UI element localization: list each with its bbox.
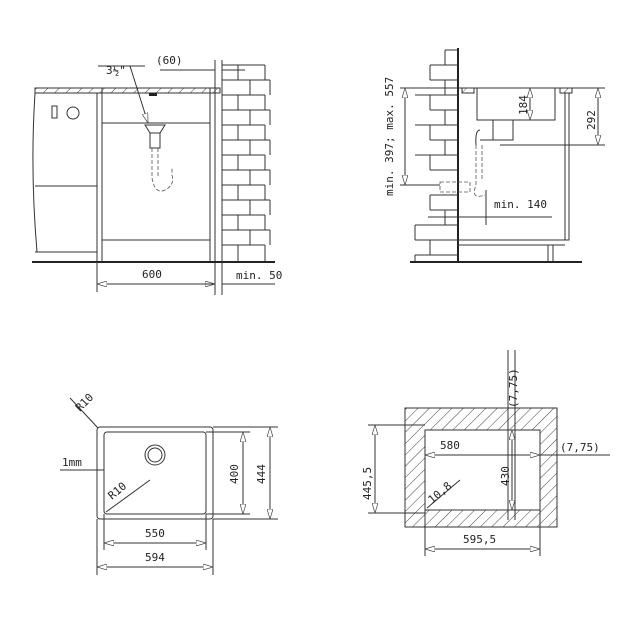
top-view: R10 1mm R10 400 444 550 594 xyxy=(60,391,278,575)
cutout-width-dimension: 595,5 xyxy=(463,533,496,546)
offset-dimension: (60) xyxy=(156,54,183,67)
adjacent-cabinet xyxy=(32,92,98,253)
outer-radius-label: R10 xyxy=(73,391,96,414)
cutout-depth-dimension: 445,5 xyxy=(361,467,374,500)
bowl-outline xyxy=(103,431,207,515)
siphon-profile-icon xyxy=(439,145,486,197)
cabinet-side xyxy=(564,92,570,241)
cutout-view: (7,75) 580 (7,75) 430 445,5 595,5 10,8 xyxy=(361,350,610,556)
outer-depth-dimension: 444 xyxy=(255,464,268,484)
outlet-depth-dimension: 292 xyxy=(585,110,598,130)
inner-width-dimension-cutout: 580 xyxy=(440,439,460,452)
appliance-knob-icon xyxy=(66,106,80,120)
profile-view: 184 292 min. 397; max. 557 min. 140 xyxy=(383,48,605,263)
outer-width-dimension: 594 xyxy=(145,551,165,564)
brick-wall xyxy=(222,64,271,262)
appliance-indicator-icon xyxy=(51,105,58,119)
front-view: 3½" (60) 600 min. 50 xyxy=(32,54,282,295)
width-dimension: 600 xyxy=(142,268,162,281)
top-offset-dimension: (7,75) xyxy=(507,368,520,408)
height-range-dimension: min. 397; max. 557 xyxy=(383,77,396,196)
right-offset-dimension: (7,75) xyxy=(560,441,600,454)
corner-radius-label: 10,8 xyxy=(426,479,455,506)
inner-radius-label: R10 xyxy=(106,480,130,503)
drain-hole-icon xyxy=(144,444,166,466)
cabinet-wall-left xyxy=(96,92,103,263)
inner-width-dimension: 550 xyxy=(145,527,165,540)
thickness-label: 1mm xyxy=(62,456,82,469)
wall-min-dimension: min. 50 xyxy=(236,269,282,282)
cutout-hatch xyxy=(404,407,558,528)
wall-distance-dimension: min. 140 xyxy=(494,198,547,211)
inner-depth-dimension-cutout: 430 xyxy=(499,466,512,486)
inner-depth-dimension: 400 xyxy=(228,464,241,484)
overflow-icon xyxy=(149,93,157,96)
sink-outline xyxy=(96,426,214,520)
bowl-depth-dimension: 184 xyxy=(517,95,530,115)
brick-wall-profile xyxy=(414,49,458,262)
drain-icon xyxy=(144,124,166,149)
sink-bowl xyxy=(101,87,211,124)
cabinet-wall-right xyxy=(209,92,216,263)
drain-size-label: 3½" xyxy=(106,64,126,77)
siphon-icon xyxy=(151,148,174,192)
outlet-icon xyxy=(475,119,514,146)
countertop xyxy=(34,87,221,94)
